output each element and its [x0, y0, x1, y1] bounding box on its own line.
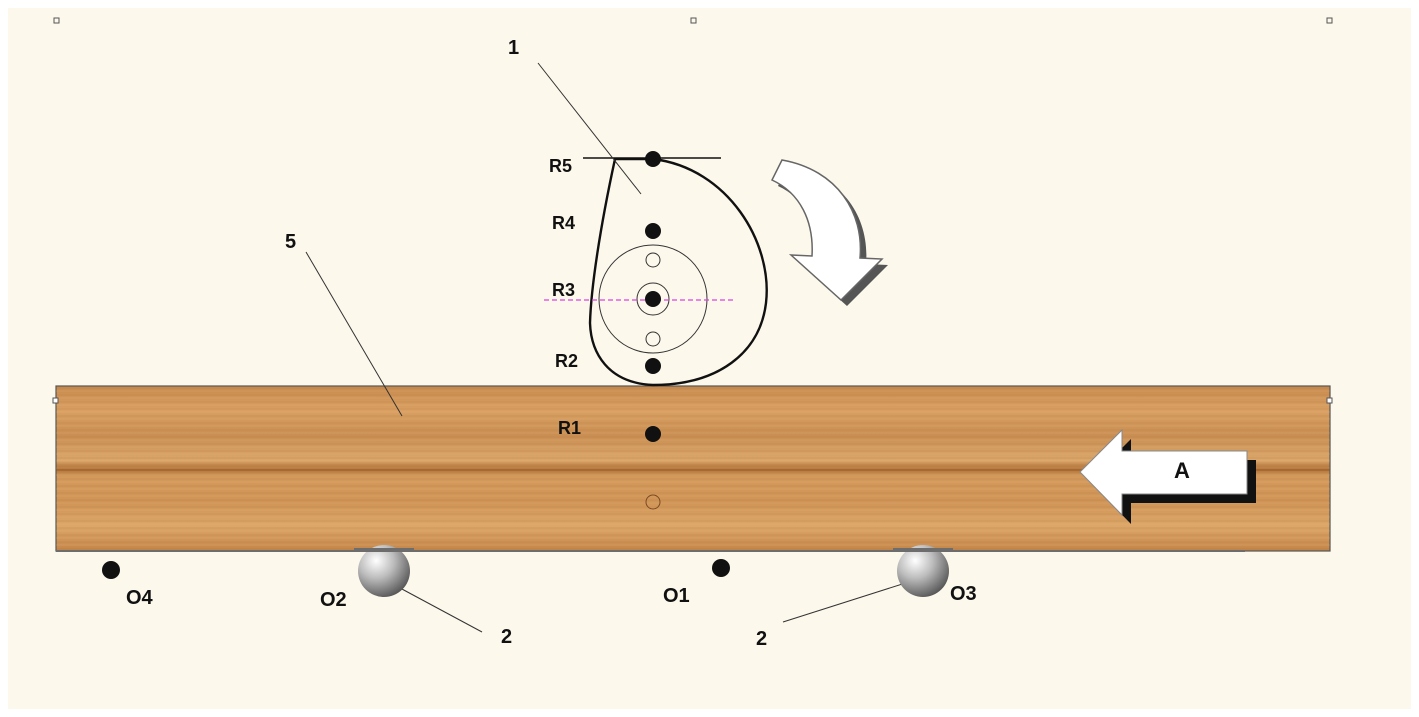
- cam-outline: [588, 157, 768, 387]
- handle-marker: [53, 17, 60, 24]
- label-o1: O1: [663, 585, 690, 607]
- label-part-5: 5: [285, 231, 297, 253]
- label-r1: R1: [558, 418, 582, 438]
- diagram-svg: [52, 17, 1333, 633]
- mount-hole: [645, 252, 661, 268]
- diagram-canvas: 1 5 2 2 R5 R4 R3 R2 R1 O4 O2 O1 O3 A: [8, 8, 1411, 709]
- point-r4: [645, 223, 661, 239]
- handle-marker: [690, 17, 697, 24]
- mount-hole: [645, 331, 661, 347]
- leader-line-2-right: [782, 579, 916, 623]
- hidden-point: [645, 494, 661, 510]
- label-r5: R5: [549, 156, 573, 176]
- label-part-2-right: 2: [756, 628, 768, 650]
- roller-o2: [358, 545, 410, 597]
- roller-o3: [897, 545, 949, 597]
- label-o2: O2: [320, 589, 347, 611]
- point-o4: [102, 561, 120, 579]
- roller-contact: [893, 548, 953, 552]
- point-r1: [645, 426, 661, 442]
- point-r2: [645, 358, 661, 374]
- point-o1: [712, 559, 730, 577]
- leader-line-1: [537, 62, 642, 195]
- handle-marker: [1326, 397, 1333, 404]
- label-part-1: 1: [508, 37, 520, 59]
- label-part-2-left: 2: [501, 626, 513, 648]
- leader-line-5: [305, 251, 403, 417]
- handle-marker: [1326, 17, 1333, 24]
- label-r4: R4: [552, 213, 576, 233]
- label-r2: R2: [555, 351, 579, 371]
- hub-outer-circle: [598, 244, 708, 354]
- label-feed-direction: A: [1174, 458, 1190, 483]
- label-o4: O4: [126, 587, 153, 609]
- curved-arrow-clockwise-icon: [770, 159, 888, 306]
- leader-line-2-left: [386, 580, 483, 633]
- point-r5: [645, 151, 661, 167]
- handle-marker: [52, 397, 59, 404]
- left-arrow-icon: [1079, 428, 1256, 524]
- label-r3: R3: [552, 280, 576, 300]
- label-o3: O3: [950, 583, 977, 605]
- roller-contact: [354, 548, 414, 552]
- hub-inner-circle: [636, 282, 670, 316]
- point-r3: [645, 291, 661, 307]
